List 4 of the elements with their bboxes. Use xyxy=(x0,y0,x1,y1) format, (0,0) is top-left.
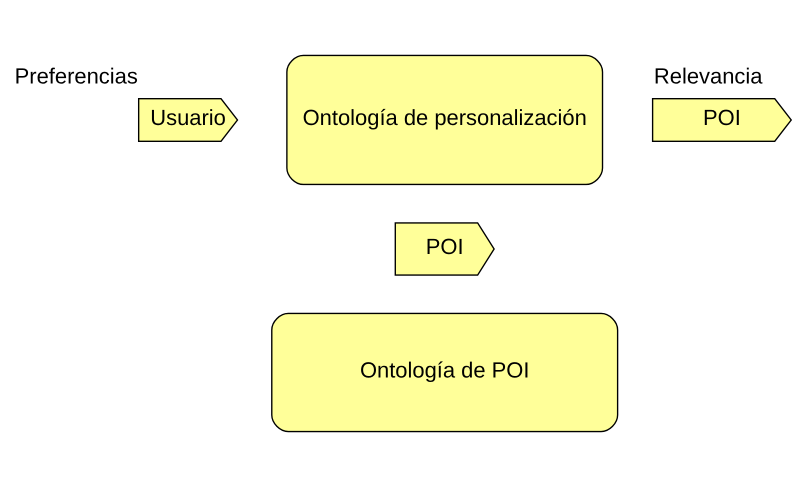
node-box: Ontología de personalización xyxy=(286,54,604,185)
node-label: Relevancia xyxy=(654,62,762,88)
node-box: Ontología de POI xyxy=(271,312,618,432)
node-label: Preferencias xyxy=(14,62,138,88)
